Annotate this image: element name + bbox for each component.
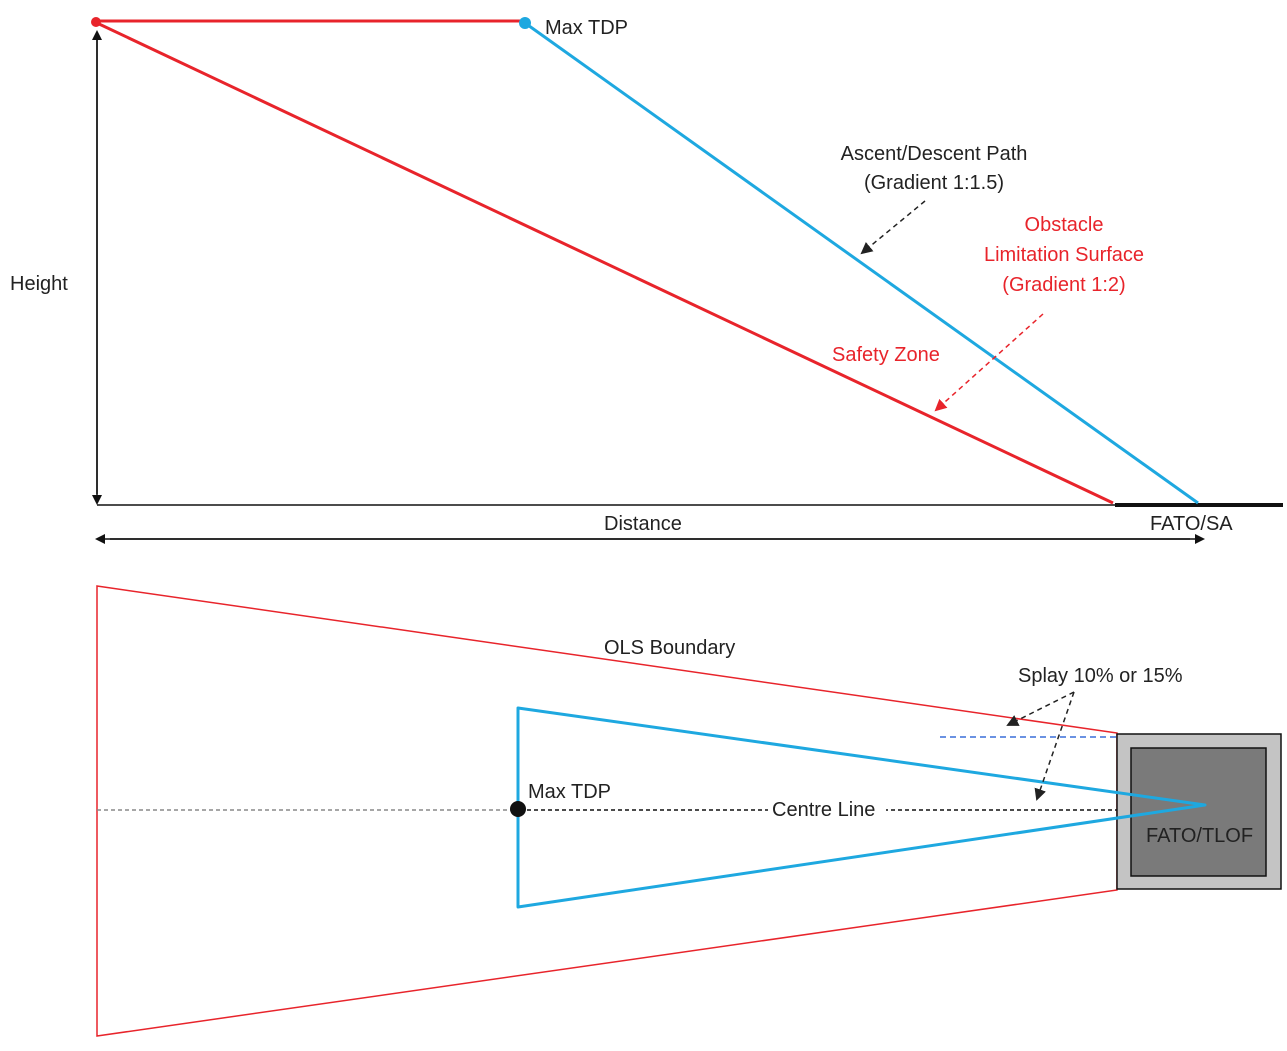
ols-slope-line <box>96 21 1114 505</box>
ascent-path-label-line2: (Gradient 1:1.5) <box>864 172 1004 194</box>
ascent-path-label-line1: Ascent/Descent Path <box>841 143 1028 165</box>
distance-label: Distance <box>604 513 682 535</box>
ols-start-point <box>91 17 101 27</box>
profile-view: Height FATO/SA Distance Max TDP Ascent/D… <box>10 17 1283 544</box>
splay-pointer-down <box>1034 691 1075 801</box>
ols-pointer <box>934 313 1044 412</box>
max-tdp-plan-label: Max TDP <box>528 781 611 803</box>
plan-view: OLS Boundary FATO/TLOF Centre Line Max T… <box>96 585 1282 1037</box>
splay-label: Splay 10% or 15% <box>1018 665 1183 687</box>
fato-tlof-label: FATO/TLOF <box>1146 825 1253 847</box>
centre-line-label-bg <box>768 796 886 822</box>
fato-sa-label: FATO/SA <box>1150 513 1233 535</box>
max-tdp-point <box>519 17 531 29</box>
ascent-descent-path <box>524 21 1199 505</box>
centre-line-label: Centre Line <box>772 799 875 821</box>
ols-label-line1: Obstacle <box>1025 214 1104 236</box>
height-label: Height <box>10 273 68 295</box>
ols-boundary-label: OLS Boundary <box>604 637 735 659</box>
ascent-path-pointer <box>860 200 926 255</box>
ols-label-line2: Limitation Surface <box>984 244 1144 266</box>
ols-boundary <box>96 585 1118 1037</box>
max-tdp-label: Max TDP <box>545 17 628 39</box>
splay-pointer-left <box>1006 691 1075 726</box>
ols-label-line3: (Gradient 1:2) <box>1002 274 1125 296</box>
max-tdp-plan-point <box>510 801 526 817</box>
safety-zone-label: Safety Zone <box>832 344 940 366</box>
